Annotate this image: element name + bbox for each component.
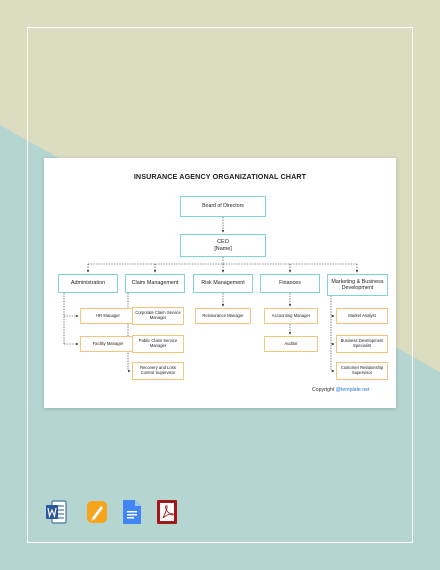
word-icon[interactable] (45, 499, 67, 525)
pdf-icon[interactable] (156, 499, 178, 525)
role-auditor: Auditor (264, 336, 318, 352)
dept-administration: Administration (58, 274, 118, 293)
ceo-box: CEO [Name] (180, 234, 266, 257)
role-market-analyst: Market Analyst (336, 308, 388, 324)
role-accounting-manager: Accounting Manager (264, 308, 318, 324)
role-reinsurance-manager: Reinsurance Manager (195, 308, 251, 324)
ceo-title: CEO (217, 239, 229, 246)
board-of-directors-box: Board of Directors (180, 196, 266, 217)
role-hr-manager: HR Manager (80, 308, 136, 324)
copyright-line: Copyright @template.net (312, 387, 369, 393)
role-corporate-claim-service-manager: Corporate Claim Service Manager (132, 307, 184, 325)
role-business-development-specialist: Business Development Specialist (336, 335, 388, 353)
dept-risk-management: Risk Management (193, 274, 253, 293)
chart-title: INSURANCE AGENCY ORGANIZATIONAL CHART (133, 172, 307, 181)
dept-finances: Finances (260, 274, 320, 293)
role-customer-relationship-supervisor: Customer Relationship Supervisor (336, 362, 388, 380)
decorative-frame (27, 27, 413, 543)
ceo-name: [Name] (214, 245, 232, 252)
org-chart-document: INSURANCE AGENCY ORGANIZATIONAL CHART (44, 158, 396, 408)
pages-icon[interactable] (86, 499, 108, 525)
dept-claim-management: Claim Management (125, 274, 185, 293)
copyright-label: Copyright (312, 387, 335, 393)
dept-marketing-business-development: Marketing & Business Development (327, 274, 388, 296)
copyright-link[interactable]: @template.net (335, 387, 370, 393)
role-facility-manager: Facility Manager (80, 336, 136, 352)
role-recovery-loss-control-supervisor: Recovery and Loss Control Supervisor (132, 362, 184, 380)
google-docs-icon[interactable] (121, 499, 143, 525)
role-public-claim-service-manager: Public Claim Service Manager (132, 335, 184, 353)
